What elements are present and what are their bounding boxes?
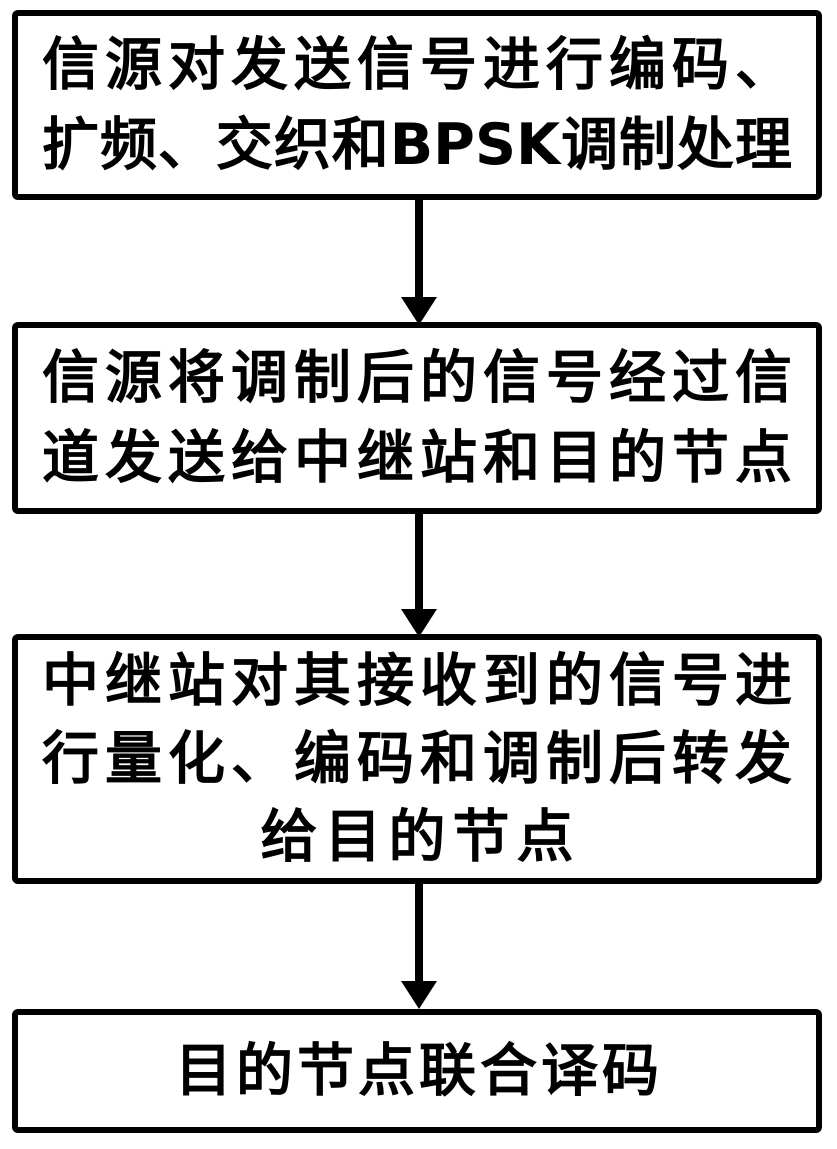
- flow-step-3-line-2: 行量化、编码和调制后转发: [42, 726, 792, 792]
- flow-step-3: 中继站对其接收到的信号进 行量化、编码和调制后转发 给目的节点: [12, 634, 822, 884]
- arrow-down-connector-3: [0, 884, 837, 1009]
- flow-step-2: 信源将调制后的信号经过信 道发送给中继站和目的节点: [12, 322, 822, 514]
- flow-step-4: 目的节点联合译码: [12, 1009, 822, 1133]
- flow-step-3-line-1: 中继站对其接收到的信号进: [42, 648, 792, 714]
- arrow-head-icon: [400, 981, 437, 1009]
- flow-step-4-line-1: 目的节点联合译码: [175, 1038, 659, 1104]
- flow-step-1-line-1: 信源对发送信号进行编码、: [42, 32, 792, 98]
- flow-step-2-line-2: 道发送给中继站和目的节点: [42, 425, 792, 491]
- arrow-down-connector-2: [0, 512, 837, 637]
- arrow-shaft: [414, 512, 423, 611]
- arrow-down-connector-1: [0, 200, 837, 325]
- flow-step-3-line-3: 给目的节点: [260, 804, 574, 870]
- arrow-head-icon: [400, 609, 437, 637]
- arrow-shaft: [414, 200, 423, 299]
- arrow-head-icon: [400, 297, 437, 325]
- flow-step-2-line-1: 信源将调制后的信号经过信: [42, 345, 792, 411]
- arrow-shaft: [414, 884, 423, 983]
